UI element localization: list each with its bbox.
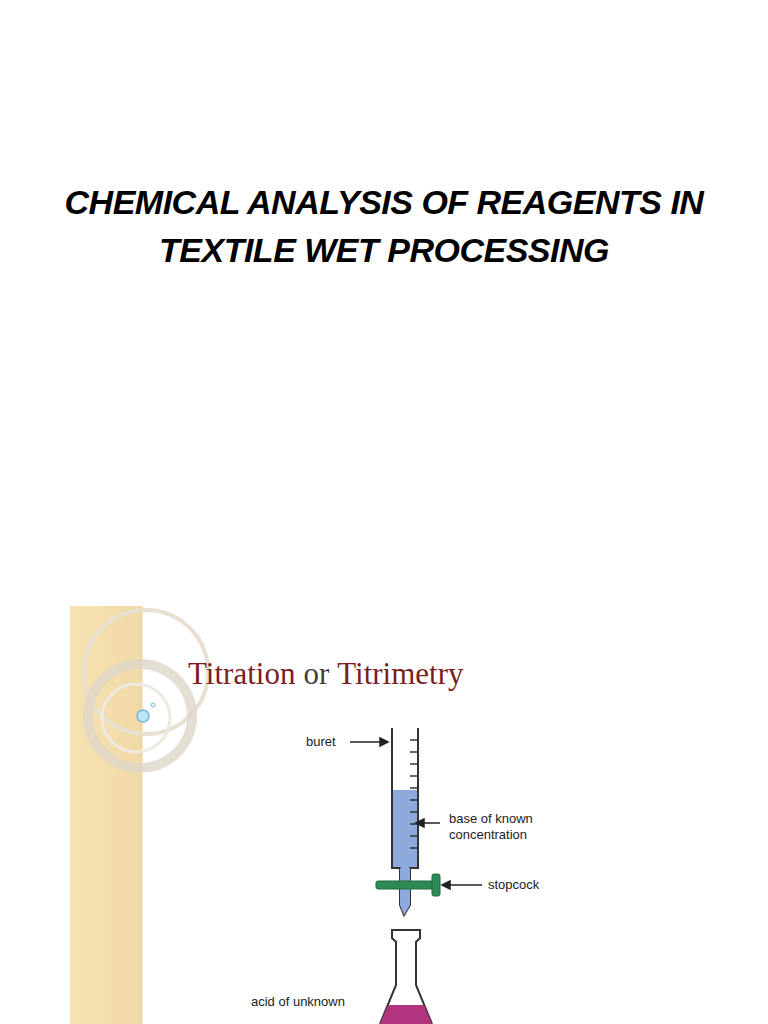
- deco-circle: [102, 684, 170, 752]
- page-title: CHEMICAL ANALYSIS OF REAGENTS IN TEXTILE…: [40, 178, 728, 274]
- base-liquid: [392, 790, 418, 868]
- part-label: base of known concentration: [448, 811, 560, 843]
- slide-ground: [70, 606, 768, 1024]
- part-label: buret: [305, 734, 337, 750]
- acid-liquid: [380, 1005, 432, 1024]
- part-label: acid of unknown: [250, 994, 346, 1010]
- part-label: stopcock: [487, 877, 540, 893]
- stopcock: [376, 881, 434, 889]
- buret-ticks: [410, 740, 418, 848]
- slide-title: Titration: [188, 656, 295, 692]
- slide-title: Titrimetry: [337, 656, 463, 692]
- buret-tip: [400, 868, 410, 915]
- deco-dot: [151, 703, 155, 707]
- slide-title: or: [303, 656, 329, 692]
- stopcock-handle: [432, 874, 440, 896]
- deco-dot: [137, 710, 149, 722]
- flask: [380, 930, 432, 1024]
- deco-circle: [88, 664, 192, 768]
